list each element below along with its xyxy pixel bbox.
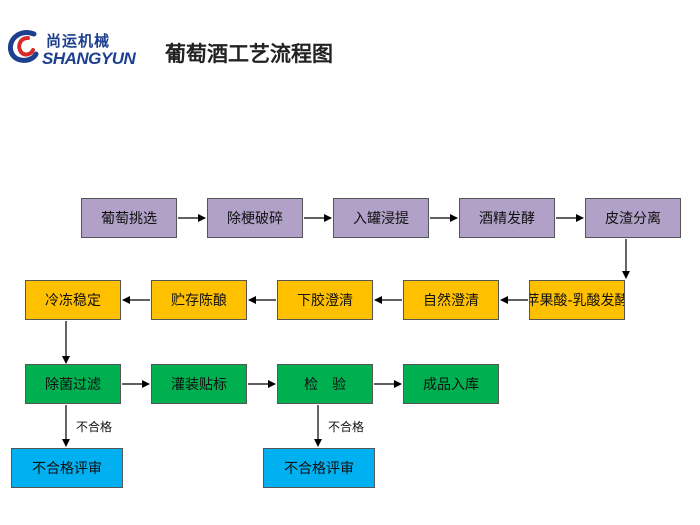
- step-pomace-separation: 皮渣分离: [585, 198, 681, 238]
- edge-label-nonconforming-filtration: 不合格: [76, 420, 113, 434]
- step-tank-maceration: 入罐浸提: [333, 198, 429, 238]
- step-cold-stabilization: 冷冻稳定: [25, 280, 121, 320]
- page-title: 葡萄酒工艺流程图: [165, 42, 333, 66]
- step-nonconformance-review-filtration: 不合格评审: [11, 448, 123, 488]
- logo-english-name: SHANGYUN: [42, 49, 136, 68]
- step-storage-aging: 贮存陈酿: [151, 280, 247, 320]
- step-malolactic-fermentation: 苹果酸-乳酸发酵: [529, 280, 625, 320]
- step-warehousing: 成品入库: [403, 364, 499, 404]
- edge-label-nonconforming-inspection: 不合格: [328, 420, 365, 434]
- step-bottling-labeling: 灌装贴标: [151, 364, 247, 404]
- step-destemming-crushing: 除梗破碎: [207, 198, 303, 238]
- step-nonconformance-review-inspection: 不合格评审: [263, 448, 375, 488]
- step-alcoholic-fermentation: 酒精发酵: [459, 198, 555, 238]
- company-logo: 尚运机械 SHANGYUN: [4, 22, 164, 72]
- step-fining-clarification: 下胶澄清: [277, 280, 373, 320]
- step-natural-clarification: 自然澄清: [403, 280, 499, 320]
- step-inspection: 检 验: [277, 364, 373, 404]
- logo-chinese-name: 尚运机械: [46, 32, 111, 50]
- logo-mark-icon: [8, 30, 39, 63]
- step-sterile-filtration: 除菌过滤: [25, 364, 121, 404]
- step-grape-sorting: 葡萄挑选: [81, 198, 177, 238]
